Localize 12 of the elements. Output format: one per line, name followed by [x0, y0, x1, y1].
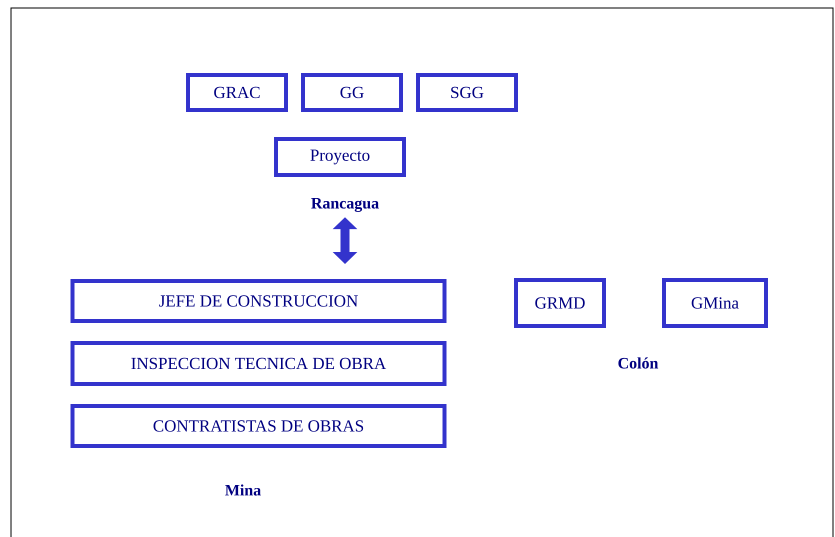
org-box: SGG	[416, 73, 518, 112]
location-label: Mina	[225, 484, 261, 496]
location-label: Colón	[618, 357, 658, 369]
org-box: JEFE DE CONSTRUCCION	[70, 279, 446, 323]
org-box: GMina	[662, 278, 768, 328]
org-box: CONTRATISTAS DE OBRAS	[70, 404, 446, 448]
org-box: GRMD	[514, 278, 606, 328]
org-box: GRAC	[186, 73, 288, 112]
org-box: GG	[301, 73, 403, 112]
location-label: Rancagua	[311, 198, 379, 212]
org-box: INSPECCION TECNICA DE OBRA	[70, 341, 446, 386]
org-box: Proyecto	[274, 137, 406, 177]
